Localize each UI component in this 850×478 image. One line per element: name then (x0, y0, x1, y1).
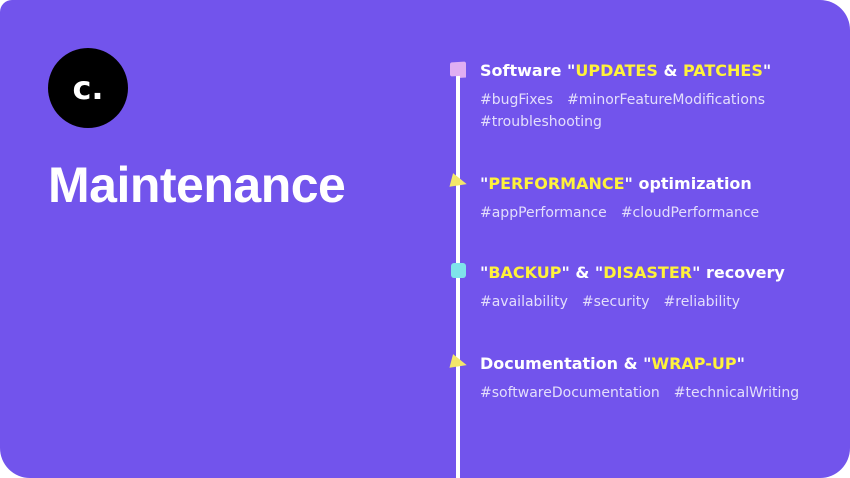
item-title: "BACKUP" & "DISASTER" recovery (480, 263, 785, 282)
logo-text: c. (72, 69, 104, 107)
tag: #softwareDocumentation (480, 385, 660, 401)
tag-list: #bugFixes #minorFeatureModifications #tro… (480, 89, 779, 133)
brand-logo: c. (48, 48, 128, 128)
triangle-marker-icon (449, 173, 469, 191)
tag: #minorFeatureModifications (567, 92, 766, 108)
timeline-item-updates: Software "UPDATES & PATCHES" #bugFixes #m… (480, 61, 779, 133)
tag: #security (581, 294, 650, 310)
timeline-item-performance: "PERFORMANCE" optimization #appPerforman… (480, 174, 773, 224)
page-title: Maintenance (48, 157, 346, 213)
tag: #reliability (663, 294, 740, 310)
tag: #availability (480, 294, 568, 310)
tag-list: #appPerformance #cloudPerformance (480, 202, 773, 224)
tag: #cloudPerformance (620, 205, 760, 221)
tag-list: #availability #security #reliability (480, 291, 785, 313)
item-title: Software "UPDATES & PATCHES" (480, 61, 772, 80)
square-marker-icon (451, 263, 466, 278)
tag: #bugFixes (480, 92, 554, 108)
tag: #troubleshooting (480, 114, 602, 130)
flag-marker-icon (450, 61, 466, 77)
timeline-item-documentation: Documentation & "WRAP-UP" #softwareDocum… (480, 354, 813, 404)
timeline-item-backup: "BACKUP" & "DISASTER" recovery #availabi… (480, 263, 785, 313)
item-title: "PERFORMANCE" optimization (480, 174, 752, 193)
tag: #technicalWriting (673, 385, 800, 401)
tag: #appPerformance (480, 205, 607, 221)
item-title: Documentation & "WRAP-UP" (480, 354, 745, 373)
triangle-marker-icon (449, 354, 469, 372)
tag-list: #softwareDocumentation #technicalWriting (480, 382, 813, 404)
